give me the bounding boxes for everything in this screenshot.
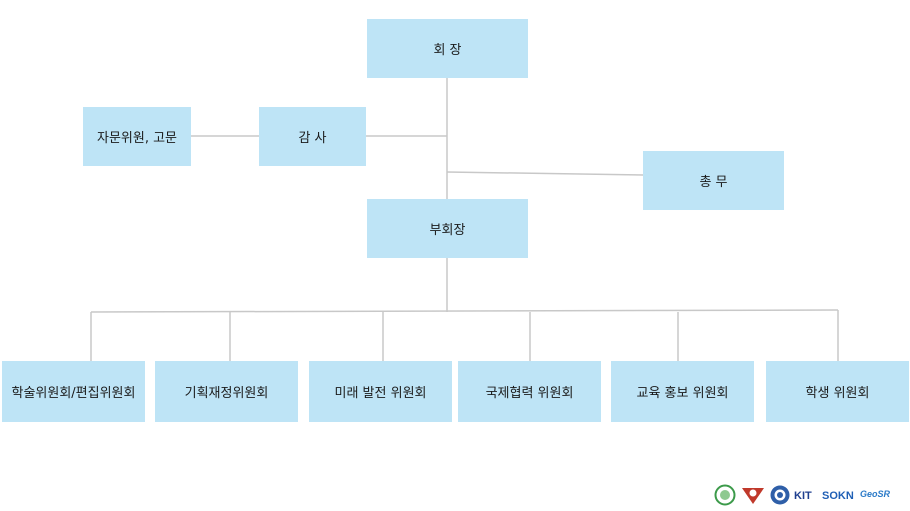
kit-logo-text: KIT: [794, 490, 812, 502]
geosr-logo-text: GeoSR: [860, 489, 891, 499]
auditor-box: 감 사: [259, 107, 366, 166]
president-box: 회 장: [367, 19, 528, 78]
committee-label: 기획재정위원회: [184, 386, 269, 401]
committee-box-academic: 학술위원회/편집위원회: [2, 361, 145, 422]
committee-box-international: 국제협력 위원회: [458, 361, 601, 422]
committee-label: 미래 발전 위원회: [334, 386, 427, 401]
committee-label: 교육 홍보 위원회: [636, 386, 729, 401]
auditor-label: 감 사: [298, 131, 327, 146]
committee-box-student: 학생 위원회: [766, 361, 909, 422]
committee-box-planning-finance: 기획재정위원회: [155, 361, 298, 422]
red-emblem-logo-icon: [742, 488, 764, 504]
vice-president-label: 부회장: [429, 223, 466, 238]
committee-box-education-pr: 교육 홍보 위원회: [611, 361, 754, 422]
committee-label: 국제협력 위원회: [485, 386, 574, 401]
president-label: 회 장: [433, 43, 462, 58]
committee-label: 학술위원회/편집위원회: [11, 386, 136, 401]
green-seal-logo-icon: [714, 484, 736, 506]
partner-logos: KIT SOKN GeoSR: [714, 484, 891, 506]
sokn-logo-text: SOKN: [822, 490, 854, 502]
advisors-label: 자문위원, 고문: [96, 131, 178, 146]
blue-seal-logo-icon: [770, 485, 790, 505]
committee-label: 학생 위원회: [805, 386, 870, 401]
general-affairs-label: 총 무: [699, 175, 728, 190]
general-affairs-box: 총 무: [643, 151, 784, 210]
vice-president-box: 부회장: [367, 199, 528, 258]
advisors-box: 자문위원, 고문: [83, 107, 191, 166]
committee-box-future-development: 미래 발전 위원회: [309, 361, 452, 422]
